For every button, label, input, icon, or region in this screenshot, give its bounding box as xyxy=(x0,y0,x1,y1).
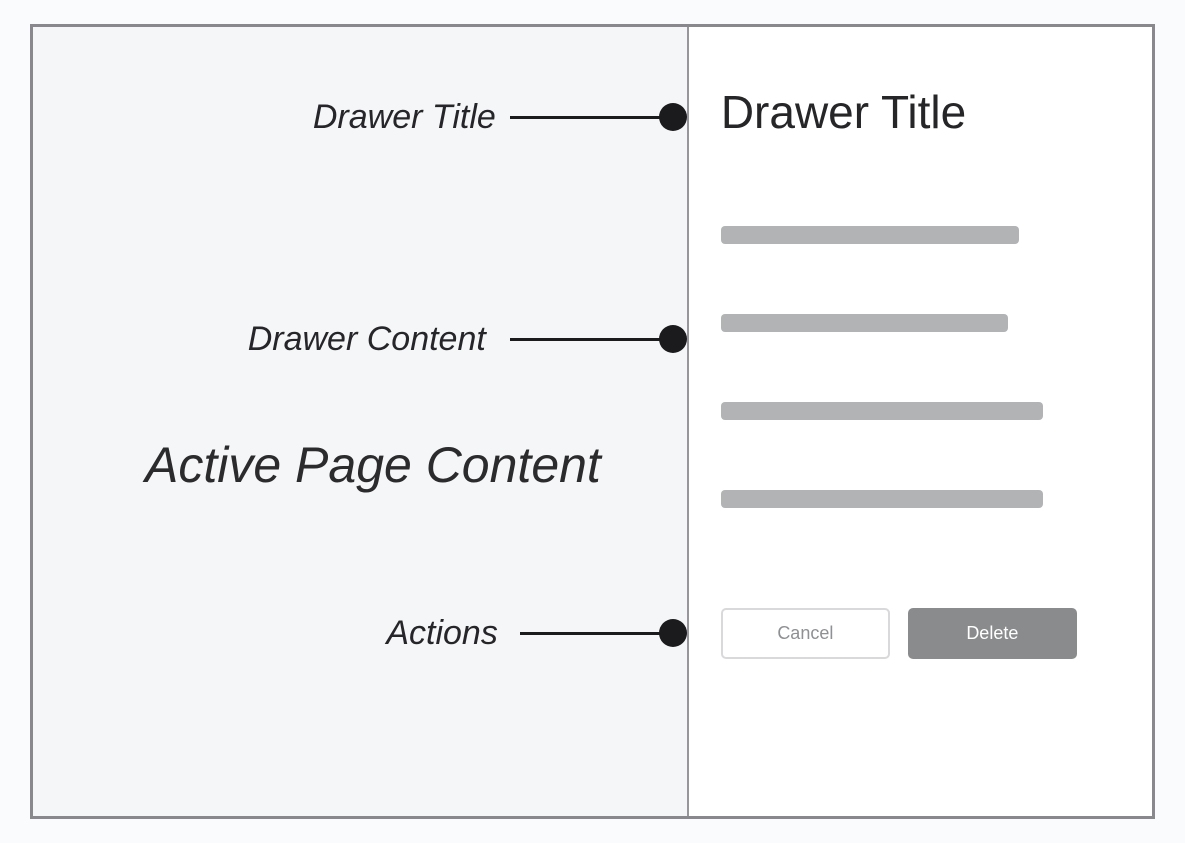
delete-button[interactable]: Delete xyxy=(907,608,1077,659)
drawer-panel: Drawer Title Cancel Delete xyxy=(686,27,1152,816)
annotation-drawer-content: Drawer Content xyxy=(248,319,687,359)
content-placeholder-bar xyxy=(720,490,1043,508)
cancel-button[interactable]: Cancel xyxy=(720,608,890,659)
diagram-frame: Drawer Title Drawer Content Active Page … xyxy=(30,24,1155,819)
connector-dot xyxy=(658,619,687,647)
connector-line xyxy=(509,115,660,119)
content-placeholder-bar xyxy=(720,226,1019,244)
annotation-drawer-title: Drawer Title xyxy=(313,97,687,137)
connector-dot xyxy=(658,325,687,353)
drawer-title: Drawer Title xyxy=(720,86,967,138)
annotation-actions: Actions xyxy=(386,613,687,653)
connector-dot xyxy=(658,103,687,131)
active-page-pane: Drawer Title Drawer Content Active Page … xyxy=(33,27,687,816)
connector-line xyxy=(509,337,660,341)
drawer-content-placeholders xyxy=(720,226,1043,578)
content-placeholder-bar xyxy=(720,402,1043,420)
annotation-label: Drawer Content xyxy=(247,319,486,358)
annotation-label: Actions xyxy=(386,613,498,652)
connector-line xyxy=(519,631,660,635)
annotation-label: Drawer Title xyxy=(312,97,496,136)
content-placeholder-bar xyxy=(720,314,1008,332)
drawer-actions-row: Cancel Delete xyxy=(720,608,1077,659)
active-page-label: Active Page Content xyxy=(144,437,601,493)
